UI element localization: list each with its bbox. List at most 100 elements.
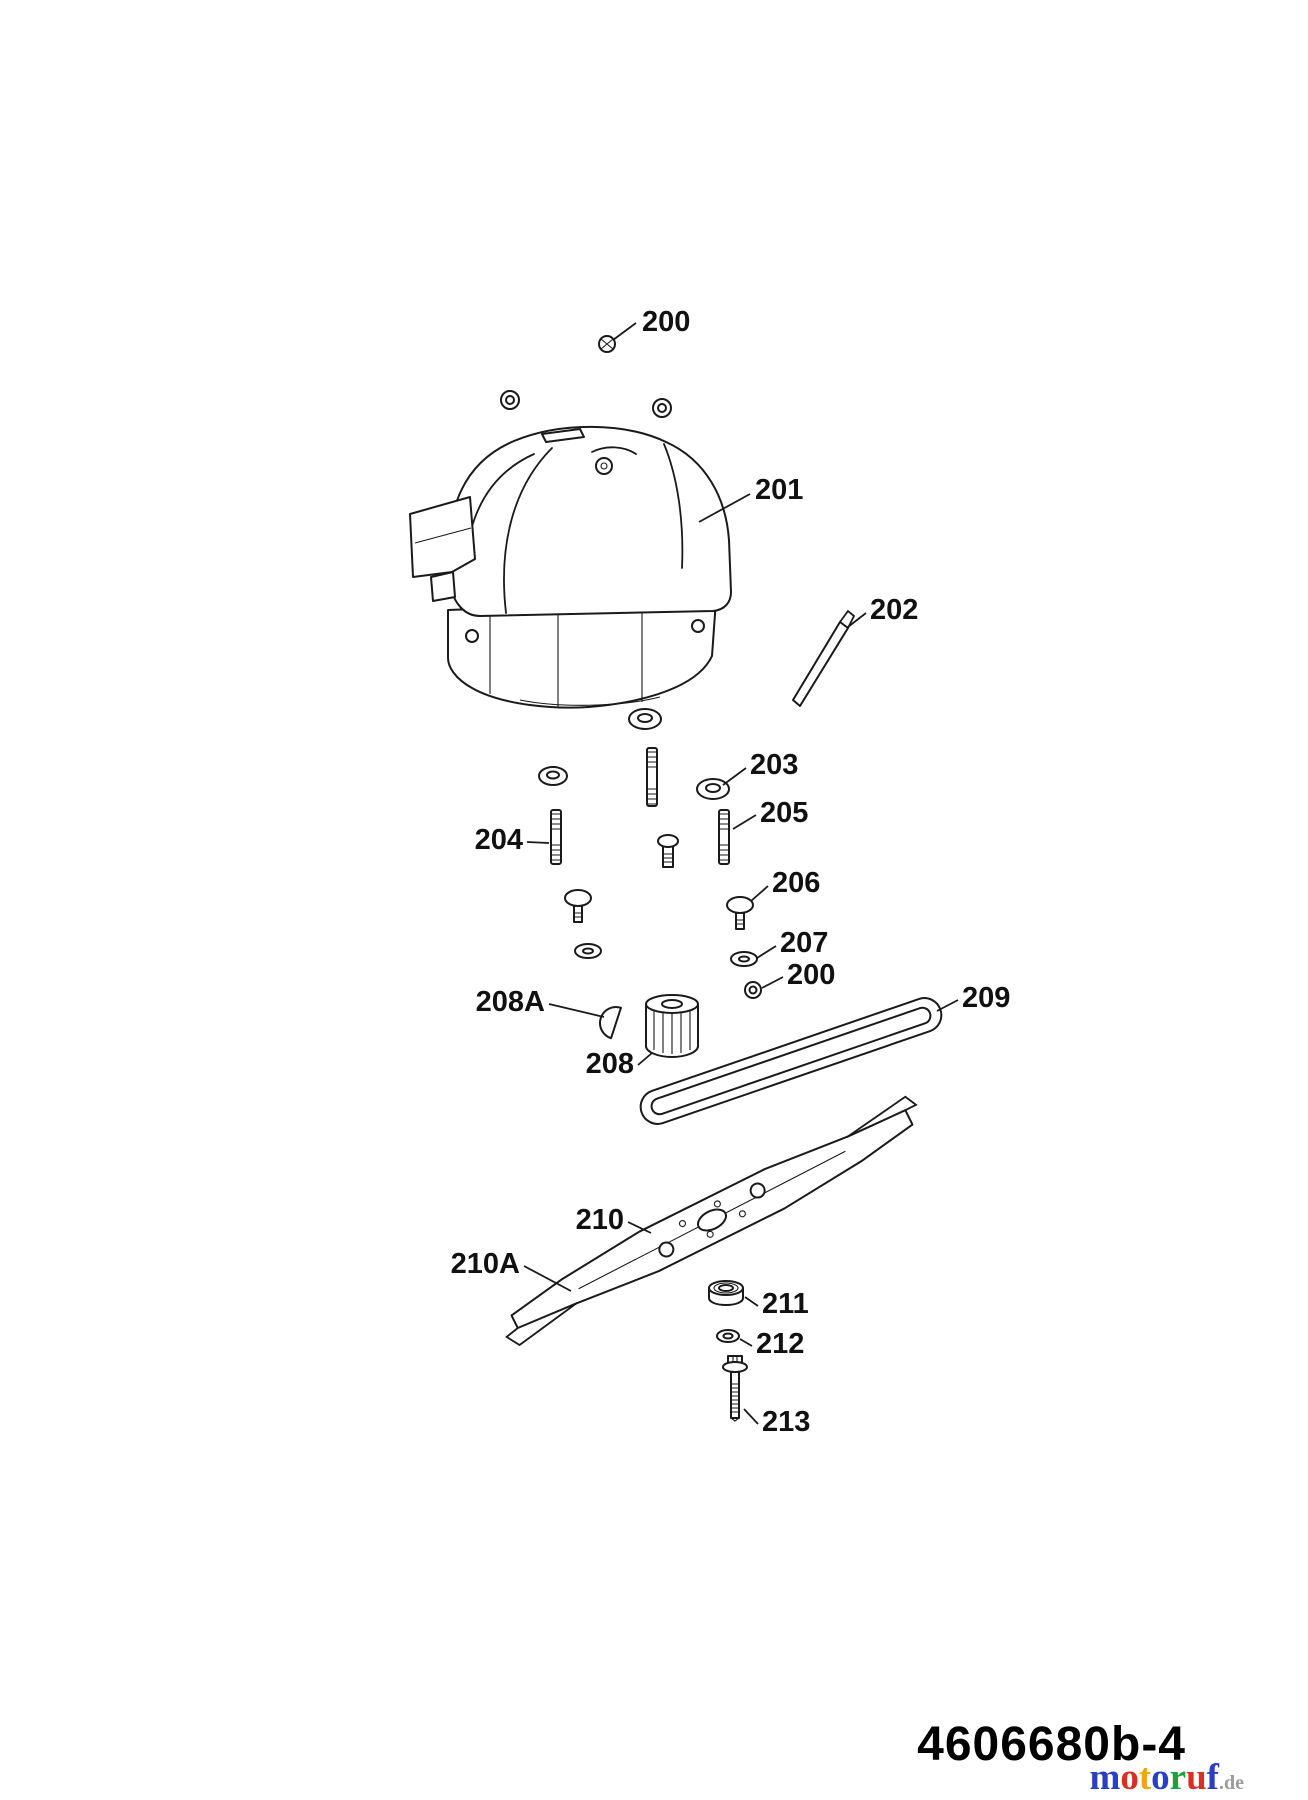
pulley-208 — [645, 994, 699, 1058]
washer-hole — [738, 955, 750, 963]
shoulder-bolt — [657, 834, 679, 868]
watermark-letter: o — [1120, 1757, 1139, 1798]
pulley-ribs — [653, 1010, 691, 1054]
blade-center-hole — [696, 1208, 728, 1232]
leader-212 — [739, 1338, 753, 1347]
nut-hole — [705, 783, 721, 793]
blade-210 — [505, 1095, 918, 1347]
hub-ring — [713, 1282, 739, 1294]
part-label-213: 213 — [762, 1406, 810, 1438]
belt-inner — [650, 1006, 932, 1116]
blade-wing-right — [846, 1095, 918, 1138]
watermark-letter: m — [1089, 1757, 1121, 1798]
nut-hole — [546, 770, 560, 780]
watermark-letter: r — [1169, 1757, 1187, 1798]
leader-209 — [936, 999, 959, 1012]
bolt-tip — [730, 1417, 740, 1422]
leader-205 — [732, 814, 757, 830]
nut-200-mid — [744, 981, 762, 999]
bolt-head — [564, 889, 592, 907]
leader-210 — [627, 1221, 652, 1234]
nut-hole — [657, 403, 667, 413]
blade-bolt-hole — [658, 1241, 675, 1258]
washer-left — [574, 943, 602, 959]
bolt-threads — [574, 912, 582, 918]
part-label-206: 206 — [772, 867, 820, 899]
engine-201 — [409, 425, 732, 709]
key-208a — [599, 1006, 622, 1040]
flange-nut-left — [538, 766, 568, 786]
hub-211 — [708, 1280, 744, 1306]
nut-hole — [637, 713, 653, 723]
watermark-word: motoruf — [1090, 1757, 1220, 1798]
bolt-flange — [722, 1361, 748, 1373]
washer-207 — [730, 951, 758, 967]
leader-213 — [743, 1408, 759, 1425]
bolt-threads — [731, 1383, 739, 1413]
part-label-201: 201 — [755, 474, 803, 506]
part-label-200-top: 200 — [642, 306, 690, 338]
bolt-shaft — [730, 1371, 740, 1419]
blade-dimple — [738, 1210, 746, 1218]
engine-handle-detail — [591, 446, 637, 455]
part-label-208: 208 — [586, 1048, 634, 1080]
leader-200-top — [612, 322, 637, 341]
blade-wing-left — [505, 1302, 578, 1347]
engine-cowl-crease — [503, 447, 553, 614]
part-label-203: 203 — [750, 749, 798, 781]
part-label-210: 210 — [576, 1204, 624, 1236]
engine-cowl — [449, 425, 732, 617]
rod-hook — [839, 609, 856, 629]
watermark-letter: t — [1138, 1757, 1152, 1798]
engine-top-slot — [541, 428, 585, 443]
leader-206 — [750, 885, 769, 902]
screw-slot — [600, 338, 614, 350]
drawing-number: 4606680b-4 — [917, 1718, 1186, 1771]
leader-208 — [637, 1052, 653, 1066]
watermark-suffix: .de — [1219, 1772, 1244, 1794]
bolt-213 — [722, 1355, 748, 1422]
rod-202 — [792, 609, 856, 707]
engine-base-skirt — [519, 696, 661, 706]
engine-airbox-tab — [430, 571, 456, 602]
stud-shaft — [550, 809, 562, 865]
watermark-letter: o — [1151, 1757, 1170, 1798]
blade-dimple — [678, 1219, 687, 1228]
stud-205 — [718, 809, 730, 865]
leader-203 — [722, 767, 747, 786]
bolt-head — [657, 834, 679, 848]
flange-nut-center — [628, 708, 662, 730]
engine-cowl-crease — [663, 443, 684, 569]
part-label-208a: 208A — [476, 986, 545, 1018]
part-label-204: 204 — [475, 824, 523, 856]
part-label-212: 212 — [756, 1328, 804, 1360]
nut-top-right — [652, 398, 672, 418]
engine-boss — [691, 619, 705, 633]
engine-boss — [465, 629, 479, 643]
bolt-head — [726, 896, 754, 914]
engine-airbox — [409, 496, 476, 578]
stud-204 — [550, 809, 562, 865]
engine-airbox-seam — [414, 527, 472, 544]
part-label-202: 202 — [870, 594, 918, 626]
leader-204 — [526, 841, 550, 844]
part-label-200-mid: 200 — [787, 959, 835, 991]
nut-top-left — [500, 390, 520, 410]
watermark-letter: f — [1206, 1757, 1219, 1798]
bolt-threads — [736, 919, 744, 925]
motoruf-watermark: motoruf.de — [1090, 1759, 1245, 1796]
stud-center — [646, 747, 658, 807]
stud-shaft — [718, 809, 730, 865]
leader-207 — [756, 945, 777, 959]
rod-shaft — [792, 621, 849, 707]
leader-202 — [847, 612, 867, 628]
part-label-207: 207 — [780, 927, 828, 959]
screw-200-top — [598, 335, 616, 353]
watermark-letter: u — [1186, 1757, 1207, 1798]
leader-200-mid — [761, 976, 784, 989]
blade-dimple — [706, 1230, 714, 1238]
washer-212 — [716, 1329, 740, 1343]
washer-hole — [582, 947, 594, 955]
flange-nut-203 — [696, 778, 730, 800]
nut-hole — [505, 395, 515, 405]
